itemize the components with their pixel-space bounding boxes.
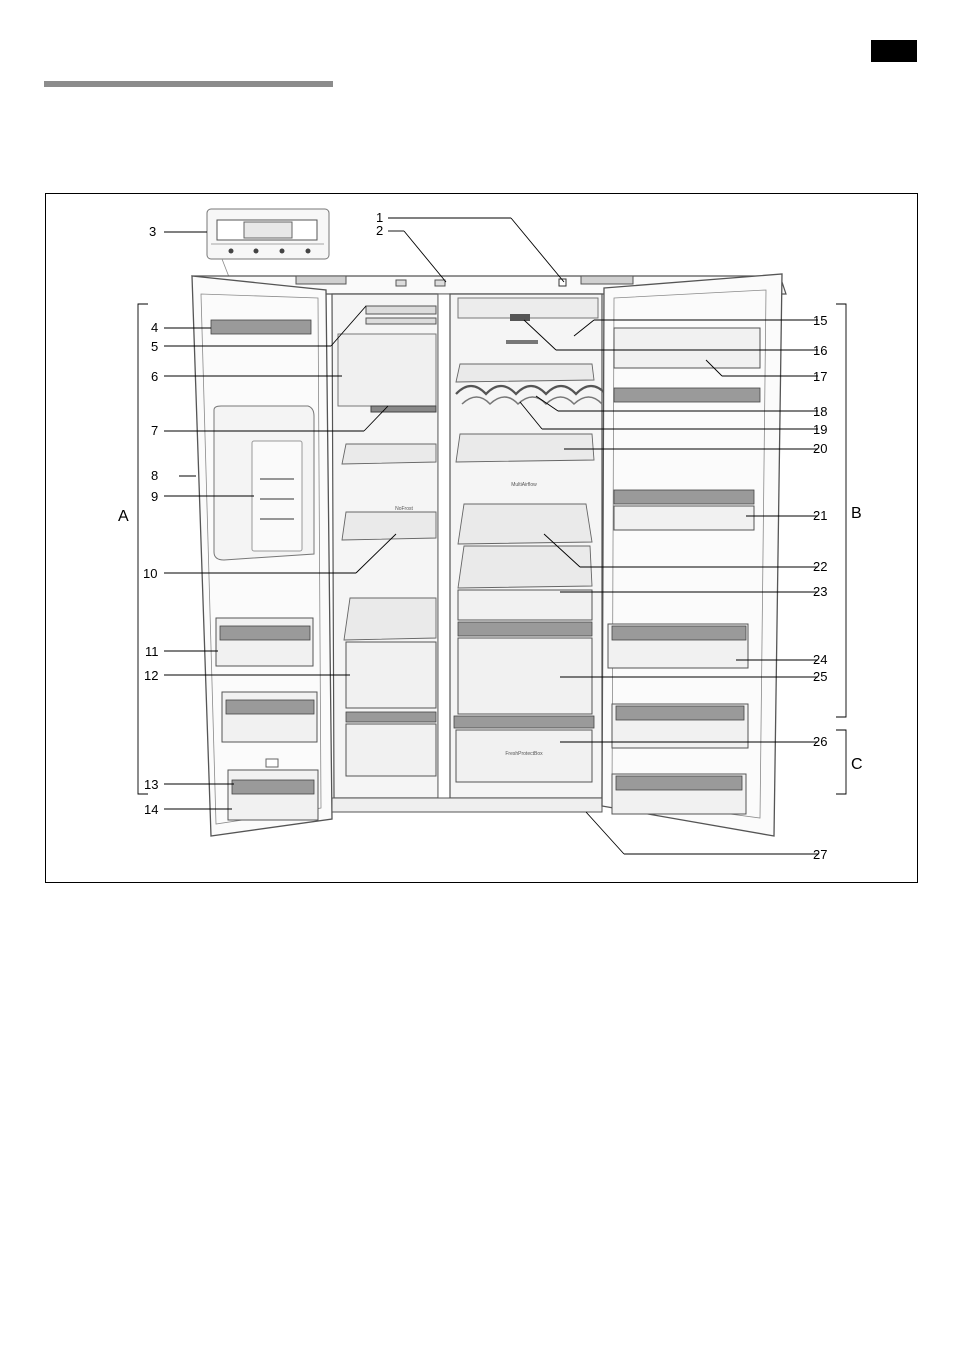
ice-maker	[338, 334, 436, 406]
dispenser-control-panel	[252, 441, 302, 551]
fridge-door	[602, 274, 782, 836]
door-bin-lower	[222, 692, 317, 742]
door-bin-24	[608, 624, 748, 668]
freezer-drawer-lower	[346, 724, 436, 776]
callout-3: 3	[149, 224, 156, 239]
nofrost-label: NoFrost	[395, 506, 413, 512]
fridge-shelf-22	[458, 504, 592, 544]
callout-21: 21	[813, 508, 827, 523]
callout-26: 26	[813, 734, 827, 749]
fridge-compartment: MultiAirflow FreshProtectBox	[450, 294, 606, 798]
callout-11: 11	[145, 644, 159, 659]
freshbox-label: FreshProtectBox	[505, 751, 543, 757]
freezer-shelf-10	[342, 512, 436, 540]
callout-17: 17	[813, 369, 827, 384]
callout-6: 6	[151, 369, 158, 384]
zone-label-a: A	[118, 508, 129, 525]
callout-7: 7	[151, 423, 158, 438]
callout-27: 27	[813, 847, 827, 862]
freezer-drawer-12	[346, 642, 436, 708]
cabinet-plinth	[332, 798, 602, 812]
callout-9: 9	[151, 489, 158, 504]
control-panel-inset	[207, 209, 329, 277]
callout-5: 5	[151, 339, 158, 354]
multiflow-label: MultiAirflow	[511, 482, 537, 488]
door-bin-lower-right	[612, 704, 748, 748]
section-rule	[44, 81, 333, 87]
language-tab	[871, 40, 917, 62]
callout-18: 18	[813, 404, 827, 419]
freezer-compartment: NoFrost	[332, 294, 438, 798]
fridge-drawer-25	[458, 638, 592, 714]
callout-14: 14	[144, 802, 158, 817]
callout-4: 4	[151, 320, 158, 335]
freezer-shelf-lower	[344, 598, 436, 640]
bottle-rack-shelf	[456, 364, 594, 382]
callout-13: 13	[144, 777, 158, 792]
callout-25: 25	[813, 669, 827, 684]
fridge-shelf-23	[458, 546, 592, 588]
callout-10: 10	[143, 566, 157, 581]
callout-24: 24	[813, 652, 827, 667]
callout-22: 22	[813, 559, 827, 574]
zone-label-b: B	[851, 505, 862, 522]
door-bin-bottom-right	[612, 774, 746, 814]
fridge-shelf-20	[456, 434, 594, 462]
door-shelf-top	[211, 320, 311, 334]
zone-label-c: C	[851, 756, 863, 773]
fridge-drawer-23	[458, 590, 592, 620]
freezer-shelf-upper	[342, 444, 436, 464]
door-bin-11	[216, 618, 313, 666]
door-bin-17	[614, 328, 760, 368]
callout-20: 20	[813, 441, 827, 456]
callout-16: 16	[813, 343, 827, 358]
door-shelf-21	[614, 490, 754, 504]
fridge-diagram: NoFrost MultiAirflow FreshProtectBox	[46, 194, 919, 884]
callout-2: 2	[376, 223, 383, 238]
appliance-diagram-frame: NoFrost MultiAirflow FreshProtectBox	[45, 193, 918, 883]
callout-19: 19	[813, 422, 827, 437]
freezer-door	[192, 276, 332, 836]
callout-15: 15	[813, 313, 827, 328]
callout-12: 12	[144, 668, 158, 683]
callout-23: 23	[813, 584, 827, 599]
callout-8: 8	[151, 468, 158, 483]
centre-divider	[438, 294, 450, 799]
